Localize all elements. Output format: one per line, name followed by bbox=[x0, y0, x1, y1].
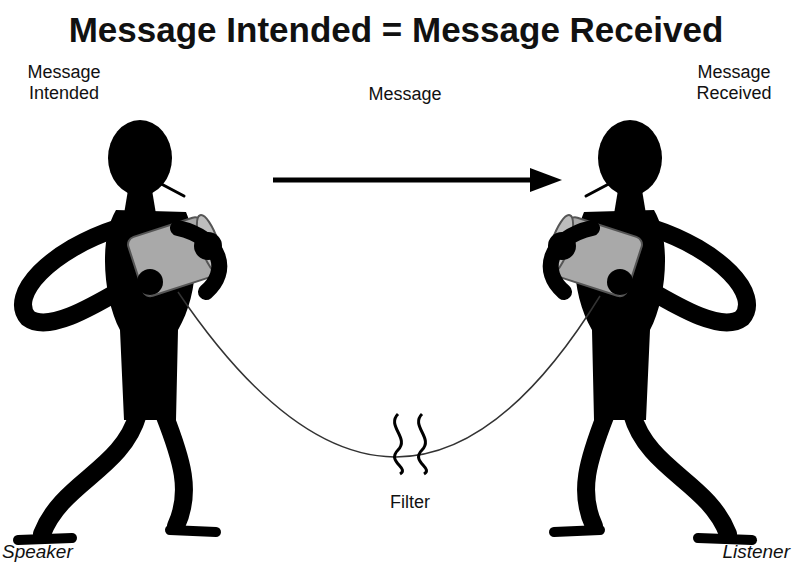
message-arrow bbox=[273, 178, 532, 183]
arrow-head bbox=[530, 168, 562, 192]
string bbox=[178, 292, 600, 457]
filter-wave bbox=[395, 414, 403, 474]
role-label: Speaker bbox=[2, 541, 142, 563]
filter-wave bbox=[419, 414, 427, 474]
speaker-figure bbox=[18, 120, 228, 540]
diagram-title: Message Intended = Message Received bbox=[0, 10, 792, 50]
role-note: Message Received bbox=[678, 62, 790, 103]
filter-label: Filter bbox=[350, 492, 470, 513]
role-note: Message Intended bbox=[8, 62, 120, 103]
arrow-label: Message bbox=[330, 84, 480, 105]
role-label: Listener bbox=[650, 541, 790, 563]
listener-figure bbox=[542, 120, 752, 540]
